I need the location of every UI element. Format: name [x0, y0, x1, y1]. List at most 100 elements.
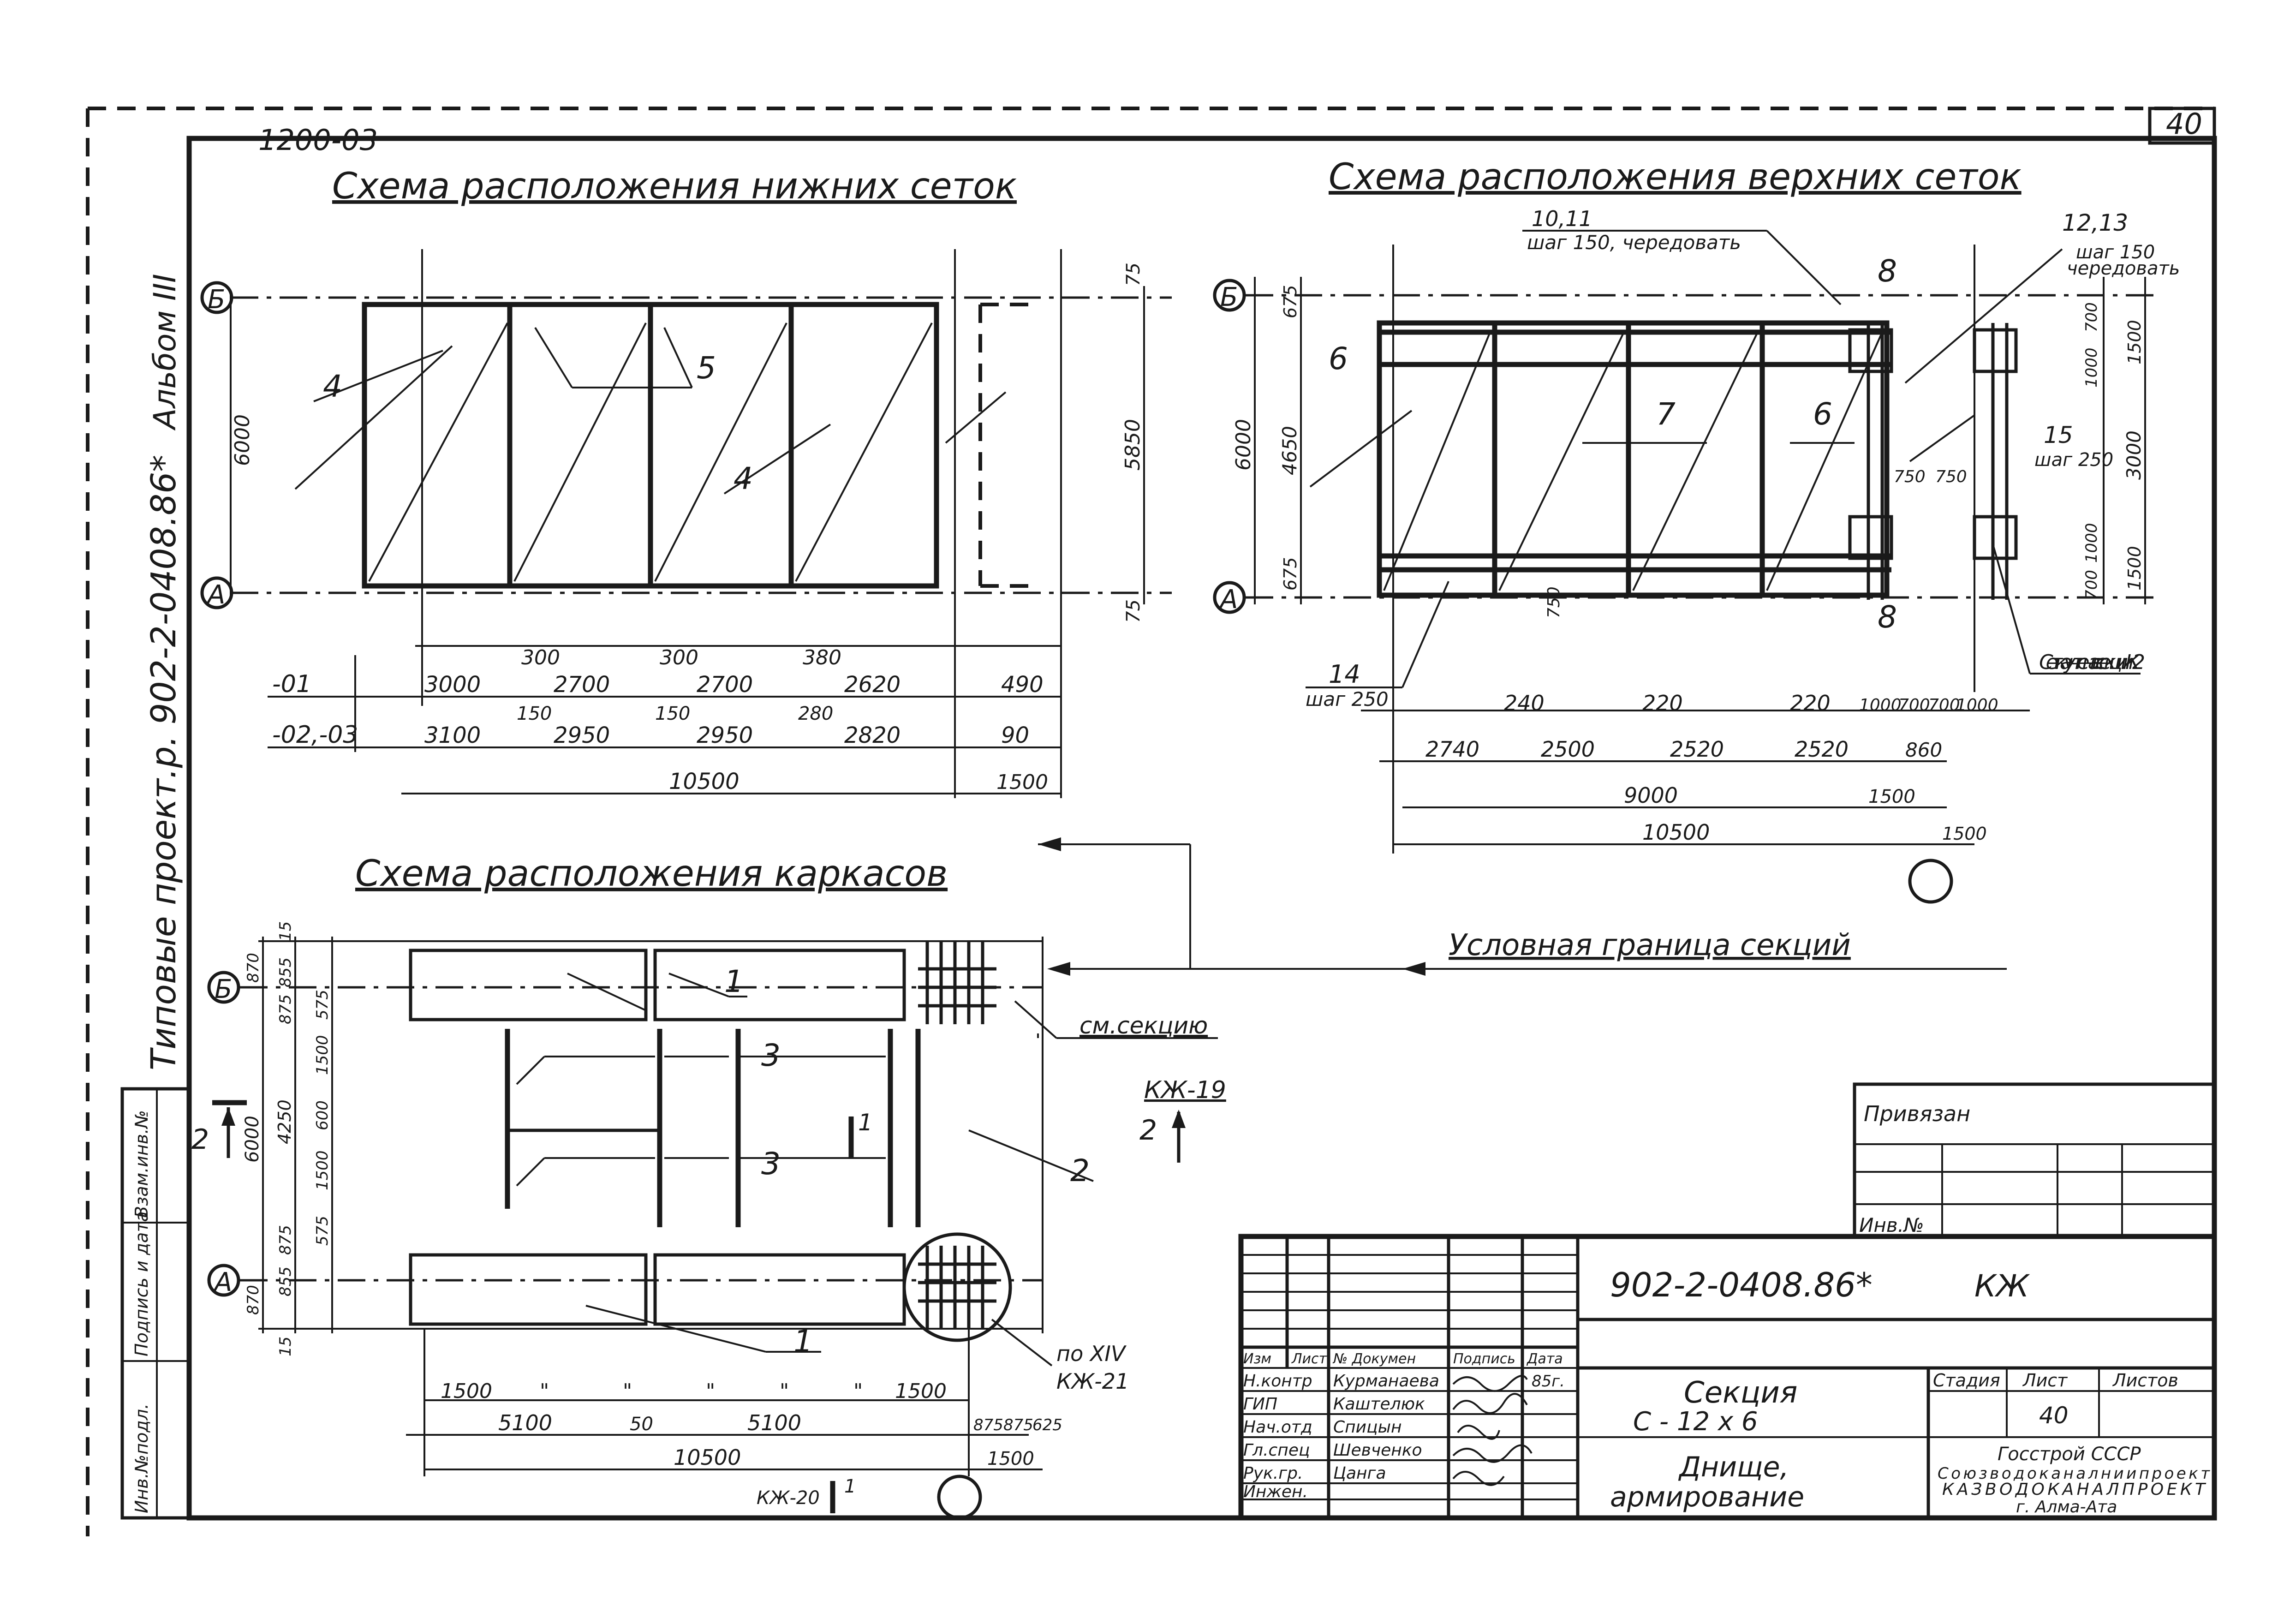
frames-row-b-3: 875 [973, 1416, 1003, 1434]
upper-note-right-alt: чередовать [2067, 258, 2180, 279]
title-section-size: С - 12 х 6 [1633, 1407, 1758, 1437]
title-col-date: Дата [1526, 1351, 1563, 1367]
sheet-corner-number: 40 [2166, 107, 2202, 141]
lower-row2-top-2: 280 [798, 703, 833, 724]
frames-see-section: см.секцию [1079, 1012, 1208, 1039]
frames-row-a-3: " [706, 1379, 715, 1403]
frames-row-a-2: " [623, 1379, 632, 1403]
title-subject: Днище, [1678, 1451, 1789, 1483]
lower-row2-1: 2950 [554, 722, 610, 748]
lower-dim-6000: 6000 [231, 414, 254, 466]
person-4-role: Рук.гр. [1243, 1464, 1303, 1483]
frames-dim-875a: 875 [276, 994, 295, 1024]
frames-row-b-4: 875 [1003, 1416, 1033, 1434]
upper-dim-right-3000: 3000 [2123, 430, 2145, 480]
title-sheet-no: 40 [2039, 1402, 2069, 1429]
frames-row-b-2: 5100 [747, 1410, 801, 1435]
album-label: Альбом III [147, 274, 183, 431]
sheet-frame [86, 107, 2217, 1536]
upper-note-top: 10,11 [1532, 206, 1592, 231]
upper-dim-left-6000: 6000 [1232, 419, 1255, 471]
lower-dim-75-top: 75 [1123, 263, 1144, 286]
title-col-doc: № Докумен [1332, 1351, 1416, 1367]
frames-dim-6000: 6000 [242, 1116, 263, 1163]
upper-axis-a: А [1219, 585, 1238, 615]
lower-row1-1: 2700 [554, 672, 610, 698]
lower-row1-label: -01 [272, 670, 311, 698]
upper-note-right-step: шаг 150 [2076, 242, 2155, 263]
upper-row-a-0: 240 [1504, 691, 1545, 716]
frames-row-c-0: 10500 [674, 1445, 741, 1470]
section-arrow-right [1172, 1110, 1186, 1128]
frames-dim-575b: 575 [313, 1216, 332, 1246]
upper-row-a-6: 1000 [1956, 696, 1998, 715]
stamp-signature-date: Подпись и дата [131, 1211, 152, 1356]
upper-dim-right-1500b: 1500 [2124, 546, 2145, 591]
upper-dim-right-1000b: 1000 [2082, 523, 2101, 563]
person-1-name: Каштелюк [1333, 1395, 1425, 1414]
frames-cut-num: 1 [844, 1476, 856, 1497]
upper-dim-left-675a: 675 [1280, 285, 1300, 318]
upper-row-c-1: 1500 [1868, 786, 1915, 807]
lower-extra: 1500 [996, 770, 1048, 794]
upper-dim-right-1000a: 1000 [2082, 347, 2101, 388]
upper-mark-8a: 8 [1878, 253, 1897, 289]
upper-row-d-0: 10500 [1642, 820, 1710, 845]
frames-scheme: Схема расположения каркасов Б А [191, 853, 1226, 1520]
upper-mark-6a: 6 [1329, 341, 1348, 376]
frames-dim-575a: 575 [313, 990, 332, 1020]
left-stamp: Инв.№подл. Подпись и дата Взам.инв.№ [120, 1087, 191, 1520]
frames-dim-875b: 875 [276, 1225, 295, 1255]
boundary-arrow-right [1402, 962, 1425, 976]
upper-note-step: шаг 150, чередовать [1527, 231, 1741, 254]
frames-row-a-6: 1500 [895, 1379, 947, 1403]
upper-row-b-4: 860 [1905, 739, 1942, 761]
frames-mark-3b: 3 [761, 1146, 781, 1182]
signature-4 [1452, 1471, 1505, 1486]
frames-axis-b: Б [215, 974, 232, 1004]
frames-section-ref: КЖ-19 [1144, 1076, 1226, 1104]
upper-row-c-0: 9000 [1624, 783, 1678, 808]
section-arrow-left [221, 1107, 235, 1126]
rebar-cluster-bottom [902, 1232, 1012, 1342]
frames-section-num-left: 2 [191, 1123, 209, 1156]
lower-row1-4: 490 [1001, 672, 1044, 698]
lower-row1-top-0: 300 [521, 646, 560, 669]
lower-row2-top-0: 150 [517, 703, 552, 724]
person-0-date: 85г. [1532, 1372, 1565, 1391]
upper-mark-6b: 6 [1813, 396, 1832, 432]
title-block: 902-2-0408.86* КЖ Изм Лист № Докумен Под… [1238, 1234, 2217, 1521]
upper-dim-right-700b: 700 [2082, 570, 2101, 600]
frames-dim-855a: 855 [276, 957, 295, 987]
lower-mark-4a: 4 [323, 369, 342, 404]
upper-row-a-2: 220 [1790, 691, 1831, 716]
upper-row-d-1: 1500 [1942, 824, 1987, 844]
upper-row-a-4: 700 [1898, 696, 1930, 715]
frames-mark-1b: 1 [793, 1324, 813, 1359]
frames-node-ref: по XIV [1056, 1341, 1127, 1366]
title-mark: КЖ [1974, 1268, 2030, 1304]
title-sheet-label: Лист [2022, 1370, 2068, 1391]
lower-row2-4: 90 [1001, 722, 1029, 748]
boundary-arrow-left [1047, 962, 1070, 976]
person-2-role: Нач.отд [1243, 1418, 1312, 1437]
lower-mark-4b: 4 [734, 461, 753, 496]
lower-row1-top-1: 300 [660, 646, 698, 669]
person-5-role: Инжен. [1243, 1482, 1308, 1501]
lower-meshes-scheme: Схема расположения нижних сеток Б А 4 5 … [200, 166, 1172, 798]
title-stage-label: Стадия [1933, 1370, 2000, 1391]
privyazan-label: Привязан [1864, 1101, 1970, 1126]
title-col-sign: Подпись [1453, 1351, 1515, 1367]
frames-node-sheet: КЖ-21 [1056, 1369, 1129, 1394]
frames-dim-15a: 15 [276, 921, 295, 941]
lower-dim-5850: 5850 [1121, 419, 1145, 471]
frames-dim-15b: 15 [276, 1337, 295, 1356]
title-code: 902-2-0408.86* [1610, 1266, 1873, 1304]
lower-axis-a: А [206, 580, 225, 610]
title-org3: КАЗВОДОКАНАЛПРОЕКТ [1942, 1480, 2207, 1499]
upper-mark-15: 15 [2044, 422, 2073, 448]
title-org1: Госстрой СССР [1998, 1444, 2141, 1465]
privyazan-block: Привязан Инв.№ [1853, 1082, 2216, 1238]
lower-row1-3: 2620 [844, 672, 901, 698]
frames-section-num: 2 [1139, 1114, 1157, 1146]
